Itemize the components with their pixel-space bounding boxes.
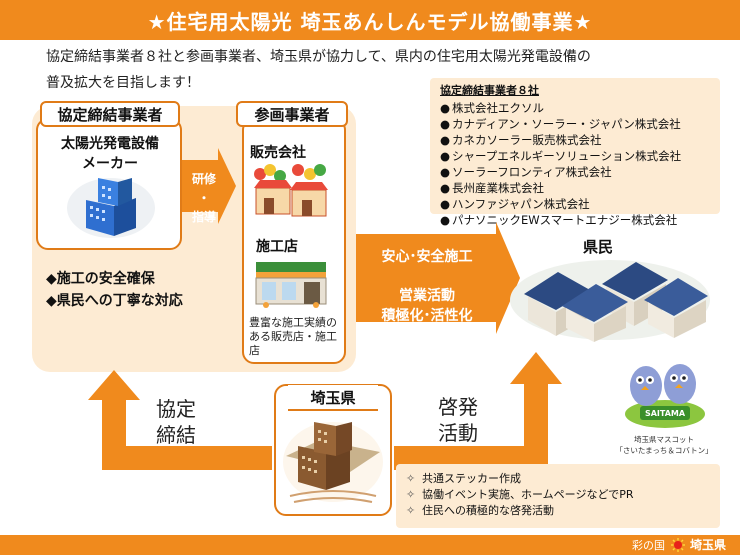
duties-list: ◆施工の安全確保 ◆県民への丁寧な対応 — [46, 268, 183, 312]
partner-item: ●カナディアン・ソーラー・ジャパン株式会社 — [440, 117, 681, 131]
partner-item: ●シャープエネルギーソリューション株式会社 — [440, 149, 682, 163]
awareness-arrow — [394, 352, 562, 470]
participants-title: 参画事業者 — [236, 101, 348, 127]
houses-icon — [510, 260, 710, 342]
shop-icon — [254, 164, 328, 217]
activity-item: ✧共通ステッカー作成 — [406, 472, 521, 485]
training-arrow — [182, 148, 236, 224]
mascot-caption: 埼玉県マスコット 「さいたまっち＆コバトン」 — [615, 435, 713, 455]
partner-item: ●長州産業株式会社 — [440, 181, 544, 195]
activities-box: ✧共通ステッカー作成 ✧協働イベント実施、ホームページなどでPR ✧住民への積極… — [396, 464, 720, 528]
sales-activity-label: 営業活動 積極化･活性化 — [381, 288, 473, 324]
awareness-label: 啓発 活動 — [438, 395, 478, 445]
brown-building-icon — [283, 422, 383, 503]
partner-item: ●カネカソーラー販売株式会社 — [440, 133, 602, 147]
intro-line-1: 協定締結事業者８社と参画事業者、埼玉県が協力して、県内の住宅用太陽光発電設備の — [46, 49, 591, 65]
footer-text: 彩の国 — [632, 539, 665, 552]
safety-arrow — [356, 222, 520, 334]
blue-building-icon — [67, 178, 155, 238]
residents-label: 県民 — [583, 238, 614, 256]
duty-item: ◆県民への丁寧な対応 — [46, 293, 183, 309]
mascot-icon — [625, 364, 705, 428]
prefecture-title: 埼玉県 — [288, 385, 378, 411]
agreement-arrow — [88, 370, 272, 470]
duty-item: ◆施工の安全確保 — [46, 271, 155, 287]
sun-logo-icon — [671, 538, 685, 552]
activity-item: ✧住民への積極的な啓発活動 — [406, 504, 554, 517]
partner-item: ●パナソニックEWスマートエナジー株式会社 — [440, 213, 678, 227]
title-bar: ★住宅用太陽光 埼玉あんしんモデル協働事業★ — [0, 0, 740, 40]
partner-item: ●株式会社エクソル — [440, 101, 544, 115]
safety-label: 安心･安全施工 — [381, 249, 473, 265]
partner-item: ●ソーラーフロンティア株式会社 — [440, 165, 612, 179]
partners-title: 協定締結事業者８社 — [440, 84, 539, 97]
storefront-icon — [255, 262, 327, 308]
intro-line-2: 普及拡大を目指します！ — [46, 75, 200, 91]
partner-item: ●ハンファジャパン株式会社 — [440, 197, 590, 211]
footer-prefecture: 埼玉県 — [690, 538, 727, 552]
mascot-badge: SAITAMA — [644, 409, 686, 418]
signatories-title: 協定締結事業者 — [40, 101, 180, 127]
participants-box — [242, 118, 346, 364]
page-title: ★住宅用太陽光 埼玉あんしんモデル協働事業★ — [147, 9, 593, 34]
participant-description: 豊富な施工実績のある販売店・施工店 — [249, 316, 337, 357]
footer-bar — [0, 535, 740, 555]
intro-text: 協定締結事業者８社と参画事業者、埼玉県が協力して、県内の住宅用太陽光発電設備の … — [46, 44, 686, 96]
partners-box: 協定締結事業者８社 ●株式会社エクソル ●カナディアン・ソーラー・ジャパン株式会… — [430, 78, 720, 227]
activity-item: ✧協働イベント実施、ホームページなどでPR — [406, 488, 634, 501]
construction-shop-label: 施工店 — [256, 239, 298, 255]
sales-company-label: 販売会社 — [250, 145, 306, 161]
maker-label: 太陽光発電設備 メーカー — [61, 136, 159, 172]
agreement-label: 協定 締結 — [156, 397, 196, 447]
training-label: 研修 ・ 指導 — [191, 172, 216, 224]
